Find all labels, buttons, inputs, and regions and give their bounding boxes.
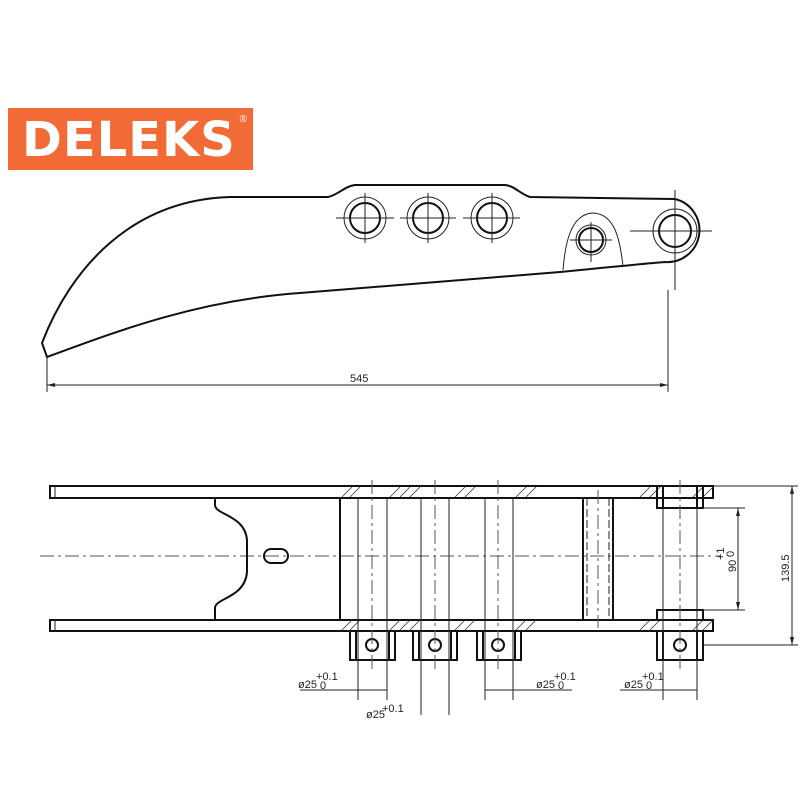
hole-dimension-1: ø25 +0.1 0	[298, 671, 338, 692]
logo-text: DELEKS	[22, 112, 236, 168]
hole-dim-label: ø25	[298, 679, 317, 691]
hole-5	[630, 190, 712, 290]
arm-outline	[40, 184, 701, 359]
dimension-139-5: 139.5	[703, 485, 798, 646]
hole-dim-tol-upper: +0.1	[554, 671, 576, 683]
spacer-tube	[582, 498, 614, 620]
hole-dim-tol-lower: 0	[558, 680, 564, 692]
side-view: 545	[40, 184, 712, 392]
hole-dim-tol-lower: 0	[320, 680, 326, 692]
dimension-90: 90 +1 0	[703, 507, 745, 611]
dimension-545-label: 545	[350, 373, 368, 385]
registered-mark: ®	[239, 114, 247, 125]
hatching	[341, 486, 714, 631]
hole-4	[570, 222, 612, 262]
dimension-90-tol-lower: 0	[725, 551, 737, 557]
bottom-plate	[49, 619, 714, 632]
dimension-90-tol-upper: +1	[715, 547, 727, 560]
rear-cutout	[214, 498, 248, 620]
dimension-545: 545	[46, 290, 669, 392]
hole-dim-tol-upper: +0.1	[316, 671, 338, 683]
hole-3	[463, 193, 520, 243]
slot	[263, 548, 289, 564]
pin-holes	[336, 190, 712, 290]
hole-dim-tol-lower: 0	[646, 680, 652, 692]
pin-bosses	[349, 630, 704, 661]
hole-dim-tol-upper: +0.1	[642, 671, 664, 683]
hole-dim-label: ø25	[366, 709, 385, 721]
plan-view: 90 +1 0 139.5 ø25 +0.1 0 ø25 +0.1 0 ø25 …	[40, 480, 798, 721]
hole-dimension-3: ø25 +0.1 0	[624, 671, 664, 692]
hole-dim-label: ø25	[624, 679, 643, 691]
deleks-logo: DELEKS ®	[8, 108, 253, 170]
top-plate	[49, 485, 714, 499]
dimension-139-5-label: 139.5	[780, 554, 792, 582]
boss-3	[476, 630, 522, 661]
hole-dimension-2: ø25 +0.1 0	[536, 671, 576, 692]
lug-outline	[562, 212, 624, 271]
dimension-90-label: 90	[727, 560, 739, 572]
hole-dim-label: ø25	[536, 679, 555, 691]
hole-dim-tol-upper: +0.1	[382, 703, 404, 715]
hole-1	[336, 193, 394, 243]
hole-dimension-partial: ø25 +0.1	[366, 703, 404, 721]
hole-2	[400, 193, 456, 243]
